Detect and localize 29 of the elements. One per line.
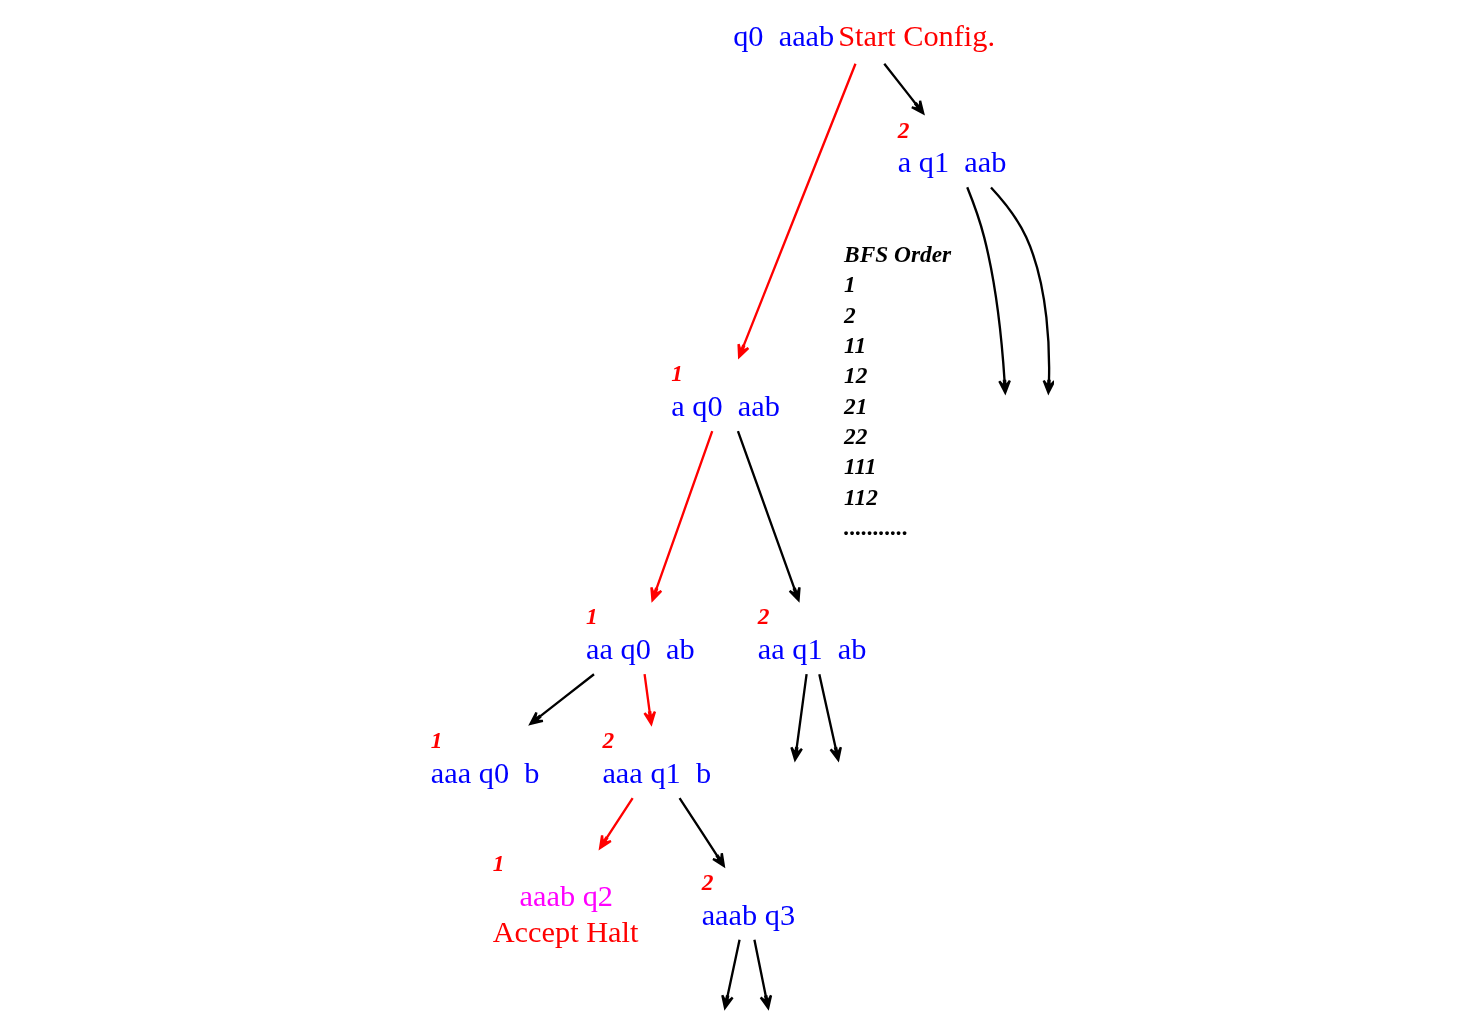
node-text: aa q1 ab [757,632,867,667]
label: ........... [844,514,909,541]
label: 12 [844,362,868,389]
node-label: 1 [492,850,505,877]
node-label: Accept Halt [492,915,639,950]
label: 11 [844,331,867,358]
node-label: 2 [757,603,770,630]
label: BFS Order [844,240,952,267]
node-text: aaab q2 [519,879,614,914]
node-text: a q1 aab [897,145,1007,180]
node-label: 1 [430,727,443,754]
node-label: 2 [602,727,615,754]
label: 1 [844,271,856,298]
node-text: a q0 aab [671,388,780,423]
label: 2 [844,301,856,328]
node-label: 1 [586,603,598,630]
label: 22 [844,423,868,450]
node-label: 1 [671,359,683,386]
label: 21 [844,392,868,419]
node-text: aaab q3 [701,897,796,932]
node-label: Start Config. [838,19,996,54]
node-text: aa q0 ab [586,632,695,667]
node-text: aaa q0 b [430,755,540,790]
node-label: 2 [897,116,910,143]
node-text: q0 aaab [733,19,835,54]
node-label: 2 [701,869,714,896]
node-text: aaa q1 b [602,755,712,790]
label: 112 [844,483,878,510]
label: 111 [844,453,877,480]
